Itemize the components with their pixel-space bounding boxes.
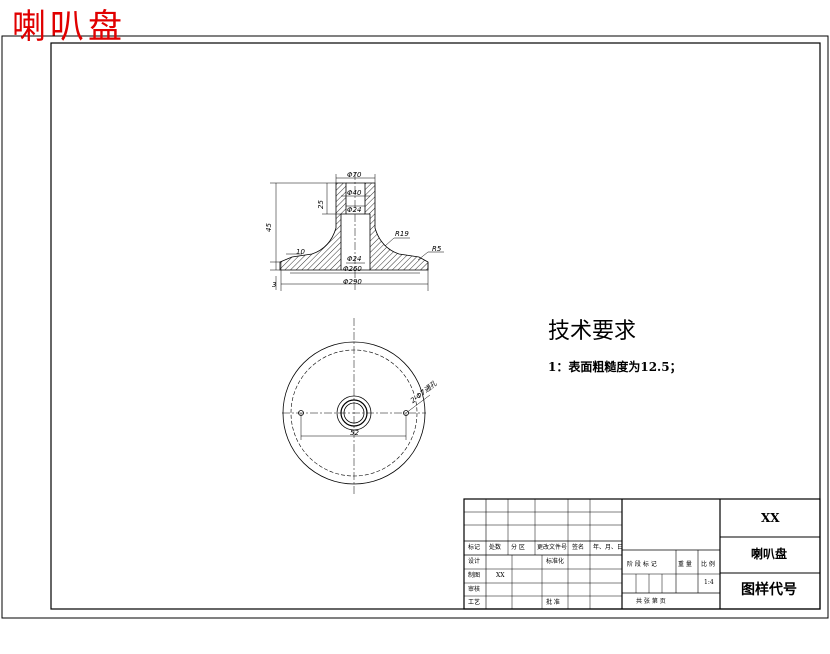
tb-stage-mark: 阶 段 标 记 <box>627 561 657 568</box>
dim-hole-span: 52 <box>350 429 359 437</box>
inner-border <box>50 42 821 610</box>
tb-row-draw: 制图 <box>468 572 481 579</box>
dim-total-height: 45 <box>264 223 273 232</box>
tb-company: XX <box>761 511 780 525</box>
dim-bolt-circle-dia: Φ260 <box>343 265 362 273</box>
dim-neck-height: 25 <box>316 200 325 209</box>
tb-sheet-info: 共 张 第 页 <box>636 598 666 605</box>
tb-row-review: 审核 <box>468 586 481 593</box>
dim-neck-dia: Φ40 <box>347 189 362 197</box>
plan-view <box>282 318 431 495</box>
dim-flange-step: 10 <box>296 248 305 256</box>
tb-part-name: 喇叭盘 <box>751 547 788 561</box>
tb-row-standard: 标准化 <box>546 558 565 565</box>
tb-col-count: 处数 <box>489 544 502 551</box>
dim-flange-thickness: 3 <box>272 281 277 289</box>
tb-scale-label: 比 例 <box>701 561 715 568</box>
tb-col-mark: 标记 <box>468 544 481 551</box>
dim-bore-dia-bottom: Φ24 <box>347 255 362 263</box>
dim-top-dia: Φ70 <box>347 171 362 179</box>
technical-requirement-item: 1：表面粗糙度为12.5； <box>548 360 682 374</box>
tb-row-process: 工艺 <box>468 599 481 606</box>
right-section-half <box>364 182 429 271</box>
outer-border <box>1 35 829 619</box>
tb-drawing-code: 图样代号 <box>741 582 797 598</box>
tb-col-signature: 签名 <box>572 544 585 551</box>
section-view <box>270 172 444 291</box>
tb-col-zone: 分 区 <box>511 544 525 551</box>
technical-requirements-heading: 技术要求 <box>548 319 637 344</box>
dim-bore-dia: Φ24 <box>347 206 362 214</box>
dim-outer-dia: Φ290 <box>343 278 362 286</box>
tb-row-draw-value: XX <box>496 572 505 579</box>
tb-row-approve: 批 准 <box>546 599 560 606</box>
dim-edge-radius: R5 <box>432 245 442 253</box>
tb-col-change-doc: 更改文件号 <box>537 544 568 551</box>
tb-row-design: 设计 <box>468 558 481 565</box>
tb-col-date: 年、月、日 <box>593 544 624 551</box>
dim-fillet-radius: R19 <box>395 230 409 238</box>
tb-weight: 重 量 <box>678 561 692 568</box>
title-block-grid <box>463 498 821 610</box>
drawing-title-overlay: 喇叭盘 <box>12 7 126 47</box>
left-section-half <box>279 182 347 271</box>
tb-scale-value: 1:4 <box>704 579 714 586</box>
